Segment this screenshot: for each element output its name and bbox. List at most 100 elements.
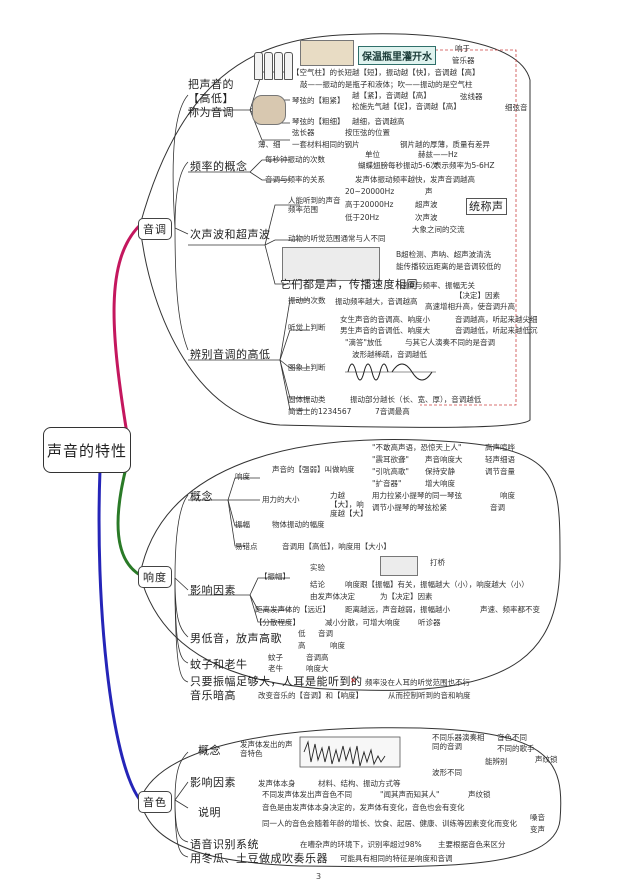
freq-example-result: 表示频率为5-6HZ bbox=[434, 161, 495, 170]
loud-example: 调节音量 bbox=[485, 467, 515, 476]
water-note: 【决定】因素 bbox=[455, 291, 500, 300]
easy-mistake: 易错点 bbox=[235, 542, 258, 551]
force-rule: 力越【大】，响度越【大】 bbox=[330, 491, 368, 518]
timbre-factor-source: 发声体本身 bbox=[258, 779, 296, 788]
thin-thick-rule: 钢片越的厚薄，质量有差异 bbox=[400, 140, 490, 149]
loud-meaning: 增大响度 bbox=[425, 479, 455, 488]
timbre-wave-result: 声纹锁 bbox=[535, 755, 558, 764]
loudness-factors: 影响因素 bbox=[190, 584, 236, 597]
voice-recognition: 语音识别系统 bbox=[190, 838, 259, 851]
male-low-item: 低 bbox=[298, 629, 306, 638]
voice-change: 嗓音 bbox=[530, 813, 545, 822]
timbre-explain-result: 声纹锁 bbox=[468, 790, 491, 799]
timbre-wave-note: 不同乐器演奏相同的音调 bbox=[432, 733, 485, 751]
loud-meaning: 声音响度大 bbox=[425, 455, 463, 464]
amplitude-term: 振幅 bbox=[235, 520, 250, 529]
same-speed: 它们都是声，传播速度相同 bbox=[280, 278, 418, 291]
image-wave-rule: 波形越稀疏，音调越低 bbox=[352, 350, 427, 359]
vibration-count: 振动的次数 bbox=[288, 296, 326, 305]
page-number: 3 bbox=[316, 872, 322, 881]
music-rule: 改变音乐的【音调】和【响度】 bbox=[258, 691, 363, 700]
animal-hearing-image bbox=[282, 247, 380, 281]
collective-label: 统称声 bbox=[466, 198, 507, 215]
timbre-explain-item: 音色是由发声体本身决定的，发声体有变化，音色也会有变化 bbox=[262, 803, 465, 812]
human-range-label: 人能听到的声音频率范围 bbox=[288, 196, 341, 214]
loud-example: 轻声细语 bbox=[485, 455, 515, 464]
hearing-result: 音调越高，听起来越尖细 bbox=[455, 315, 538, 324]
doremi-result: 与其它人演奏不同的是音调 bbox=[405, 338, 495, 347]
unit-label: 单位 bbox=[365, 150, 380, 159]
voice-recognition-rule: 在嘈杂声的环境下，识别率超过98% bbox=[300, 840, 422, 849]
loud-quote: "不敢高声语，恐惊天上人" bbox=[372, 443, 462, 452]
bottle-icon bbox=[274, 52, 283, 80]
unit-value: 赫兹——Hz bbox=[418, 150, 458, 159]
loud-word: "震耳欲聋" bbox=[372, 455, 409, 464]
distance-rule: 声速、频率都不变 bbox=[480, 605, 540, 614]
bottle-title: 保温瓶里灌开水 bbox=[358, 46, 436, 65]
timbre-wave-note: 不同的歌手 bbox=[497, 744, 535, 753]
ultrasound-use: 能传播较远距离的是音调较低的 bbox=[396, 262, 501, 271]
mosquito-item: 蚊子 bbox=[268, 653, 283, 662]
judge-heading: 辨别音调的高低 bbox=[190, 348, 271, 361]
force-size: 用力的大小 bbox=[262, 495, 300, 504]
same-speed-rule: 速度与频率、振幅无关 bbox=[400, 281, 475, 290]
hearing-judge: 听觉上判断 bbox=[288, 323, 326, 332]
string-note: 弦线器 bbox=[460, 92, 483, 101]
score: 简谱上的1234567 bbox=[288, 407, 352, 416]
factor-amplitude: 【振幅】 bbox=[260, 572, 290, 581]
timbre-wave-note: 音色不同 bbox=[497, 733, 527, 742]
thin-thick-rule: 一套材料相同的钢片 bbox=[292, 140, 360, 149]
tuning-fork-image bbox=[380, 556, 418, 576]
experiment-label: 实验 bbox=[310, 563, 325, 572]
timbre-explain-item: 同一人的音色会随着年龄的增长、饮食、起居、健康、训练等因素变化而变化 bbox=[262, 819, 517, 828]
decide-rule: 为【决定】因素 bbox=[380, 592, 433, 601]
knock-label: 打桥 bbox=[430, 558, 445, 567]
timbre-explain-result: "闻其声而知其人" bbox=[380, 790, 440, 799]
easy-mistake-rule: 音调用【高低】，响度用【大小】 bbox=[282, 542, 391, 551]
force-example-result: 音调 bbox=[490, 503, 505, 512]
range-low: 低于20Hz bbox=[345, 213, 380, 222]
conclusion-label: 结论 bbox=[310, 580, 325, 589]
blow-note: 敲——振动的是瓶子和液体；吹——振动的是空气柱 bbox=[300, 80, 473, 89]
branch-pitch: 音调 bbox=[138, 218, 172, 240]
freq-example: 蝴蝶翅膀每秒振动5-6次 bbox=[358, 161, 438, 170]
hearing-item: 男生声音的音调低、响度大 bbox=[340, 326, 430, 335]
music-hint: 音乐暗高 bbox=[190, 689, 236, 702]
distance-factor: 距离发声体的【远近】 bbox=[255, 605, 330, 614]
timbre-wave-result: 波形不同 bbox=[432, 768, 462, 777]
string-tightness: 琴弦的【粗紧】 bbox=[292, 96, 345, 105]
guitar-image bbox=[252, 95, 286, 125]
male-low: 男低音，放声高歌 bbox=[190, 632, 282, 645]
branch-loudness: 响度 bbox=[138, 566, 172, 588]
range-high: 高于20000Hz bbox=[345, 200, 394, 209]
string-length: 弦长器 bbox=[292, 128, 315, 137]
ultrasound-heading: 次声波和超声波 bbox=[190, 228, 271, 241]
bottle-note: 响于 bbox=[455, 44, 470, 53]
freq-definition: 每秒钟振动的次数 bbox=[265, 155, 325, 164]
mosquito-result: 音调高 bbox=[306, 653, 329, 662]
loud-example: 保持安静 bbox=[425, 467, 455, 476]
voice-recognition-basis: 主要根据音色来区分 bbox=[438, 840, 506, 849]
cross-icon: ✕ bbox=[350, 676, 357, 685]
pitch-freq-rule: 发声体振动频率越快，发声音调越高 bbox=[355, 175, 475, 184]
range-high-result: 超声波 bbox=[415, 200, 438, 209]
hearing-result: 音调越低，听起来越低沉 bbox=[455, 326, 538, 335]
male-low-result: 响度 bbox=[330, 641, 345, 650]
bottle-note: 管乐器 bbox=[452, 56, 475, 65]
kettle-image bbox=[300, 40, 354, 66]
range-main: 20~20000Hz bbox=[345, 187, 395, 196]
water-note: 高速增相升高，使音调升高 bbox=[425, 302, 515, 311]
timbre-factor-items: 材料、结构、振动方式等 bbox=[318, 779, 401, 788]
infrasound-example: 大象之间的交流 bbox=[412, 225, 465, 234]
loud-word: "引吭高歌" bbox=[372, 467, 409, 476]
string-tightness-rule: 松施先气越【促】，音调越【高】 bbox=[352, 102, 461, 111]
mosquito-item: 老牛 bbox=[268, 664, 283, 673]
force-example: 用力拉紧小提琴的同一琴弦 bbox=[372, 491, 462, 500]
pitch-freq-relation: 音调与频率的关系 bbox=[265, 175, 325, 184]
solid-vibration: 固体振动类 bbox=[288, 395, 326, 404]
score-result: 7音调最高 bbox=[375, 407, 410, 416]
ultrasound-use: B超检测、声呐、超声波清洗 bbox=[396, 250, 492, 259]
music-rule: 从而控制听到的音和响度 bbox=[388, 691, 471, 700]
solid-vibration-rule: 振动部分越长（长、宽、厚），音调越低 bbox=[350, 395, 482, 404]
